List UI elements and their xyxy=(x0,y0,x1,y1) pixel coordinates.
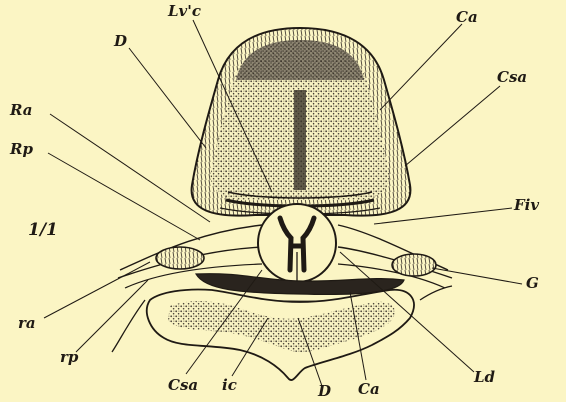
label-ld: Ld xyxy=(474,370,495,385)
label-ra-lower: ra xyxy=(18,316,36,331)
bottom-strand-left xyxy=(112,300,145,352)
leader-ra-lower xyxy=(44,262,150,318)
label-csa-top: Csa xyxy=(497,70,527,85)
label-rp: Rp xyxy=(10,142,33,157)
label-ca-top: Ca xyxy=(456,10,478,25)
label-ic: ic xyxy=(222,378,237,393)
label-d-top: D xyxy=(114,34,127,49)
bottom-strand-right xyxy=(420,286,452,300)
label-ra: Ra xyxy=(10,103,33,118)
label-g: G xyxy=(526,276,539,291)
ganglion-left xyxy=(156,247,204,269)
midline-septum xyxy=(294,90,306,190)
leader-ca-top xyxy=(380,24,462,110)
leader-rp-lower xyxy=(76,280,148,352)
scale-fraction: 1/1 xyxy=(28,222,58,239)
label-csa-bottom: Csa xyxy=(168,378,198,393)
ganglion-right xyxy=(392,254,436,276)
label-ca-bottom: Ca xyxy=(358,382,380,397)
leader-d-top xyxy=(129,48,206,148)
label-d-bottom: D xyxy=(318,384,331,399)
leader-rp xyxy=(48,153,200,240)
label-rp-lower: rp xyxy=(60,350,78,365)
leader-csa-top xyxy=(405,86,500,166)
label-fiv: Fiv xyxy=(514,198,539,213)
label-lvc: Lv'c xyxy=(168,4,201,19)
